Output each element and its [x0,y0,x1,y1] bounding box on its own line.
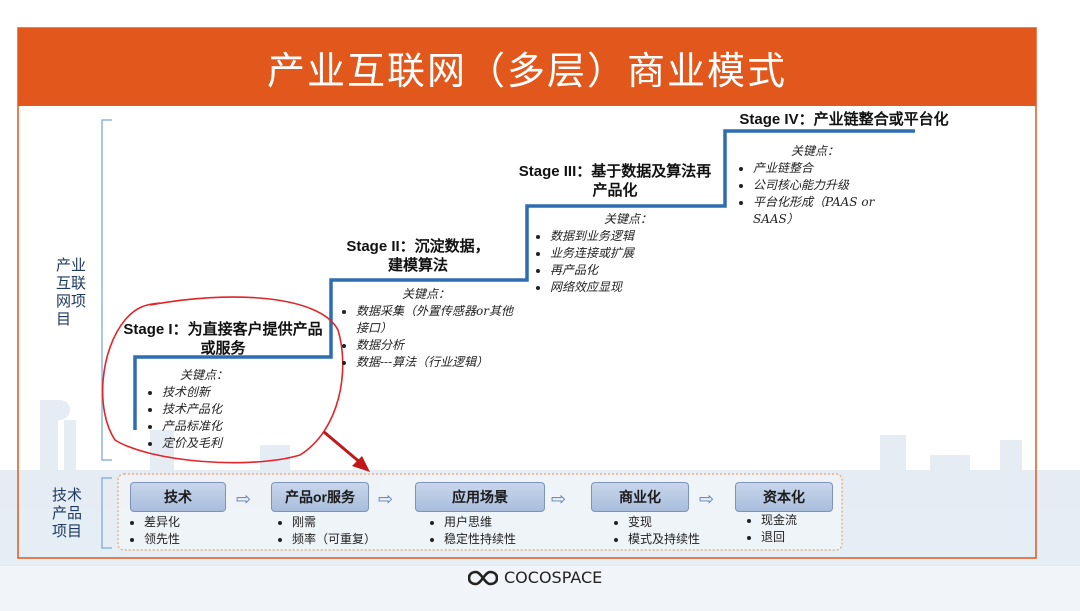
stage-2-point: 数据采集（外置传感器or其他接口） [356,303,524,337]
stage-1-title: Stage I：为直接客户提供产品或服务 [123,321,323,357]
stage-1-point: 技术创新 [162,384,320,401]
flow-step-capitalization: 资本化 [735,482,833,512]
flow-bullet: 领先性 [144,531,180,548]
hollow-right-arrow-icon: ⇨ [551,489,567,510]
stage-3-point: 数据到业务逻辑 [550,228,698,245]
logo-text: COCOSPACE [504,568,603,587]
flow-step-tech: 技术 [130,482,226,512]
project-bracket-bottom [101,477,112,549]
stage-1-point: 定价及毛利 [162,435,320,452]
highlight-circle [101,296,344,464]
stage-3-keypoints: 关键点： 数据到业务逻辑 业务连接或扩展 再产品化 网络效应显现 [528,211,698,296]
stage-4-key-label: 关键点： [791,144,840,158]
hollow-right-arrow-icon: ⇨ [378,489,394,510]
stage-4-point: 产业链整合 [753,160,911,177]
stage-2-key-label: 关键点： [402,287,451,301]
hollow-right-arrow-icon: ⇨ [699,489,715,510]
flow-bullet: 差异化 [144,514,180,531]
flow-bullet: 退回 [761,529,797,546]
side-label-tech-project: 技术 产品 项目 [52,486,83,540]
hollow-right-arrow-icon: ⇨ [236,489,252,510]
flow-bullet: 模式及持续性 [628,531,700,548]
flow-bullets-commercialization: 变现 模式及持续性 [612,514,700,548]
stage-1-point: 技术产品化 [162,401,320,418]
stage-4-keypoints: 关键点： 产业链整合 公司核心能力升级 平台化形成（PAAS or SAAS） [731,143,911,228]
stage-1-keypoints: 关键点： 技术创新 技术产品化 产品标准化 定价及毛利 [140,367,320,452]
growth-stair-line [133,129,915,430]
flow-bullets-capitalization: 现金流 退回 [745,512,797,546]
stage-1-key-label: 关键点： [180,368,229,382]
flow-bullet: 用户思维 [444,514,516,531]
stage-3-point: 业务连接或扩展 [550,245,698,262]
flow-bullet: 稳定性持续性 [444,531,516,548]
highlight-arrow-head [352,456,370,472]
flow-bullet: 现金流 [761,512,797,529]
stage-2-point: 数据---算法（行业逻辑） [356,354,524,371]
flow-bullet: 变现 [628,514,700,531]
page-title: 产业互联网（多层）商业模式 [266,48,787,93]
stage-4-point: 公司核心能力升级 [753,177,911,194]
flow-bullets-tech: 差异化 领先性 [128,514,180,548]
stage-4-title: Stage IV：产业链整合或平台化 [739,111,949,128]
cocospace-logo: COCOSPACE [468,568,602,587]
flow-bullet: 频率（可重复） [292,531,376,548]
flow-step-product-service: 产品or服务 [271,482,369,512]
infinity-logo-icon [468,570,498,585]
stage-3-title: Stage III：基于数据及算法再产品化 [518,163,712,199]
stage-2-point: 数据分析 [356,337,524,354]
flow-bullet: 刚需 [292,514,376,531]
stage-2-keypoints: 关键点： 数据采集（外置传感器or其他接口） 数据分析 数据---算法（行业逻辑… [334,286,524,371]
stage-4-point: 平台化形成（PAAS or SAAS） [753,194,911,228]
stage-1-point: 产品标准化 [162,418,320,435]
flow-step-commercialization: 商业化 [591,482,689,512]
side-label-industry-project: 产业 互联 网项 目 [56,256,87,328]
stage-3-point: 再产品化 [550,262,698,279]
stage-3-point: 网络效应显现 [550,279,698,296]
title-bar-bg [18,28,1036,106]
stage-3-key-label: 关键点： [604,212,653,226]
project-bracket-top [101,119,112,461]
flow-bullets-scenario: 用户思维 稳定性持续性 [428,514,516,548]
stage-2-title: Stage II：沉淀数据，建模算法 [346,238,490,274]
flow-step-scenario: 应用场景 [415,482,545,512]
footer-band [0,566,1080,611]
highlight-arrow-shaft [323,430,363,466]
title-bar: 产业互联网（多层）商业模式 [18,28,1036,106]
flow-bullets-product-service: 刚需 频率（可重复） [276,514,376,548]
